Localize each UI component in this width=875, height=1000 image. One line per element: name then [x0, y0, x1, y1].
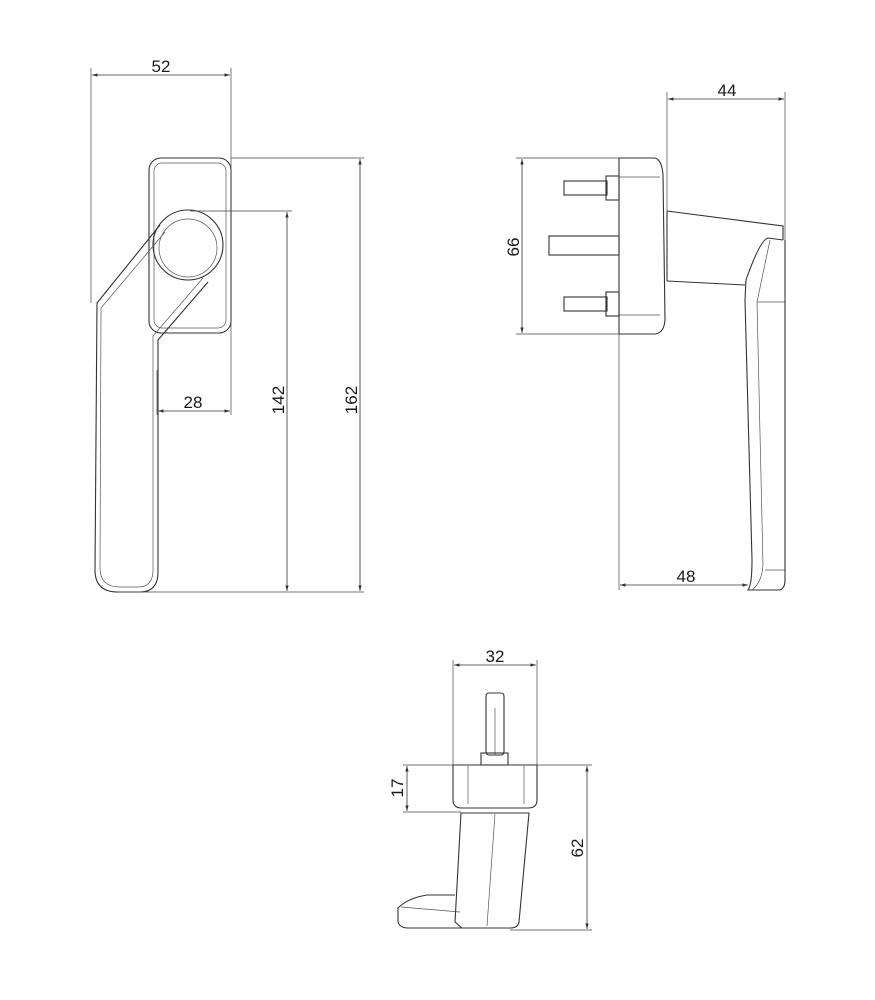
- screw-pin-top: [563, 180, 608, 196]
- dim-label-32: 32: [486, 647, 505, 666]
- dim-label-52: 52: [152, 57, 171, 76]
- dim-label-48: 48: [677, 567, 696, 586]
- side-view: [516, 92, 786, 591]
- bottom-lever: [454, 812, 530, 929]
- dim-label-17: 17: [388, 779, 407, 798]
- dim-label-62: 62: [568, 839, 587, 858]
- side-rosette: [618, 157, 666, 335]
- dim-label-66: 66: [504, 238, 523, 257]
- bottom-grip: [397, 894, 462, 929]
- dim-label-44: 44: [718, 81, 737, 100]
- dim-label-28: 28: [184, 393, 203, 412]
- front-view: [90, 68, 364, 593]
- dim-label-142: 142: [269, 386, 288, 414]
- side-grip: [744, 237, 786, 591]
- screw-pin-bottom: [563, 296, 608, 312]
- dim-label-162: 162: [342, 386, 361, 414]
- side-neck: [666, 210, 784, 286]
- front-rosette: [148, 157, 232, 334]
- front-boss: [152, 209, 224, 281]
- bottom-rosette: [452, 764, 538, 809]
- spindle: [548, 235, 620, 256]
- bottom-view: [397, 660, 592, 931]
